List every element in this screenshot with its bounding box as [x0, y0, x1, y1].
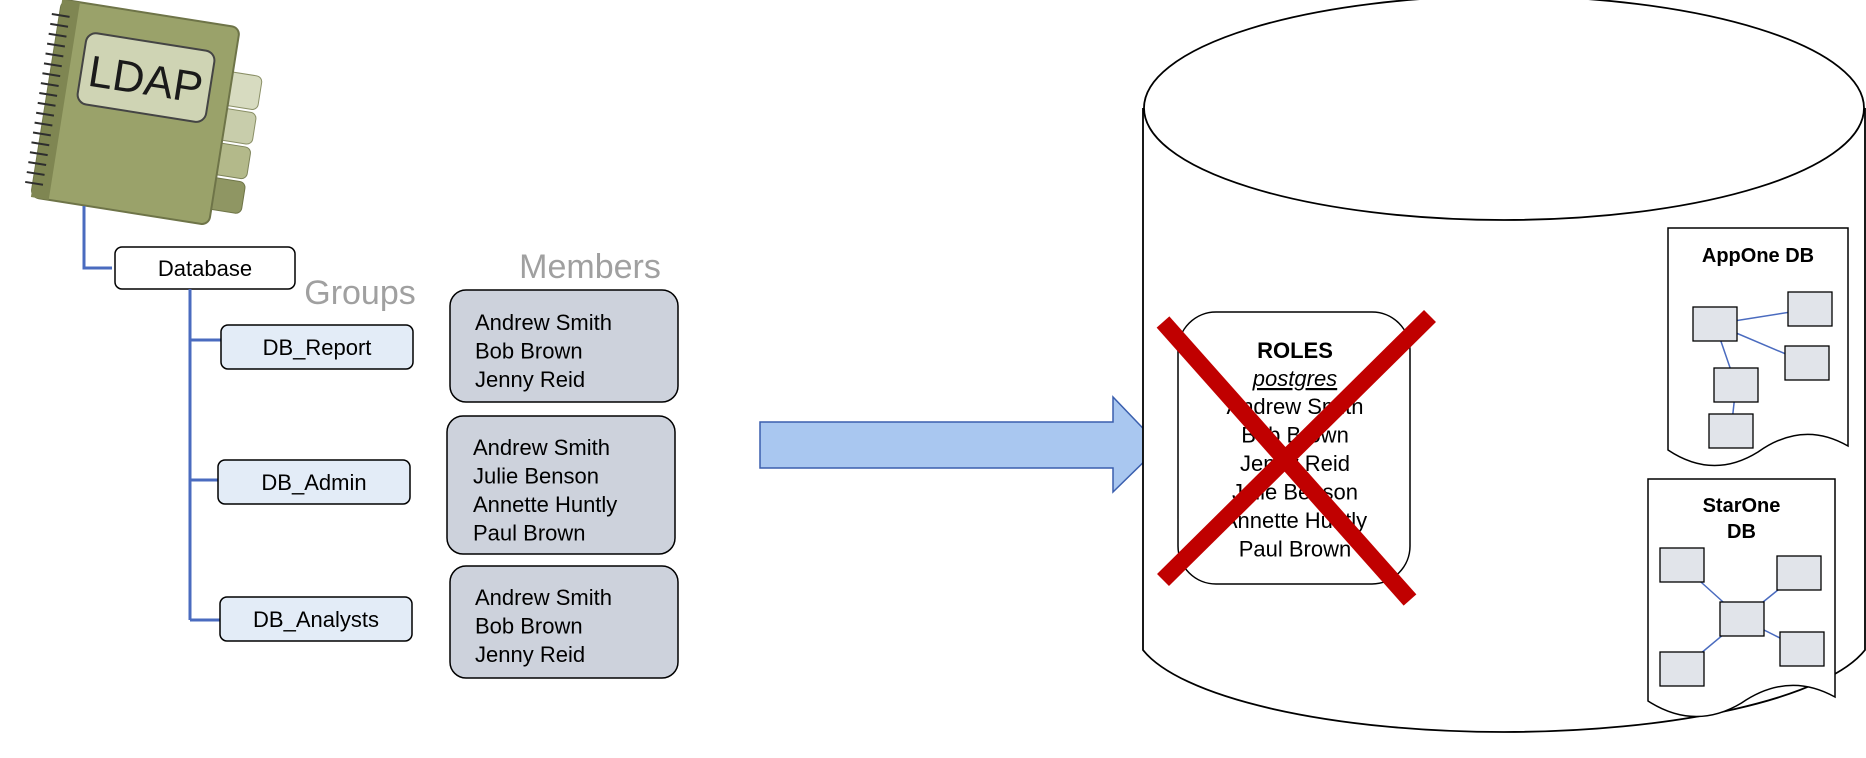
group-node: [220, 324, 414, 370]
table-icon: [1659, 651, 1705, 687]
member-name: Jenny Reid: [475, 642, 585, 667]
root-connector: [82, 206, 112, 270]
table-icon: [1659, 547, 1705, 583]
app-database-title: StarOne: [1703, 495, 1781, 517]
roles-title: ROLES: [1257, 338, 1333, 363]
members-box: [449, 565, 679, 679]
member-name: Andrew Smith: [475, 585, 612, 610]
role-name: Paul Brown: [1239, 537, 1352, 562]
sync-arrow: [759, 395, 1162, 494]
database-node: [114, 246, 296, 290]
member-name: Bob Brown: [475, 614, 583, 639]
member-name: Julie Benson: [473, 464, 599, 489]
member-name: Paul Brown: [473, 521, 586, 546]
members-heading: Members: [519, 248, 661, 286]
member-name: Annette Huntly: [473, 492, 617, 517]
table-icon: [1708, 413, 1754, 449]
member-name: Andrew Smith: [475, 310, 612, 335]
cylinder-top: [1143, 0, 1865, 221]
group-node: [217, 459, 411, 505]
ldap-tree: Database Groups Members DB_ReportAndrew …: [82, 206, 679, 679]
table-icon: [1719, 601, 1765, 637]
ldap-book-icon: LDAP: [25, 0, 263, 226]
table-icon: [1713, 367, 1759, 403]
group-node-label: DB_Analysts: [253, 607, 379, 632]
table-icon: [1692, 306, 1738, 342]
member-name: Bob Brown: [475, 339, 583, 364]
member-name: Andrew Smith: [473, 435, 610, 460]
app-database-doc: AppOne DB: [1667, 227, 1849, 467]
app-database-title: AppOne DB: [1702, 245, 1814, 267]
roles-owner: postgres: [1252, 366, 1337, 391]
member-name: Jenny Reid: [475, 367, 585, 392]
database-node-label: Database: [158, 256, 252, 281]
group-node-label: DB_Report: [263, 335, 372, 360]
table-icon: [1787, 291, 1833, 327]
group-node: [219, 596, 413, 642]
spiral-binding: [25, 13, 70, 186]
document-shape: [1667, 227, 1849, 467]
app-database-title: DB: [1727, 521, 1756, 543]
group-node-label: DB_Admin: [261, 470, 366, 495]
members-box: [449, 289, 679, 403]
members-box: [446, 415, 676, 555]
table-icon: [1784, 345, 1830, 381]
groups-heading: Groups: [304, 274, 416, 312]
table-icon: [1776, 555, 1822, 591]
table-icon: [1779, 631, 1825, 667]
removed-cross-icon: [1156, 309, 1436, 606]
